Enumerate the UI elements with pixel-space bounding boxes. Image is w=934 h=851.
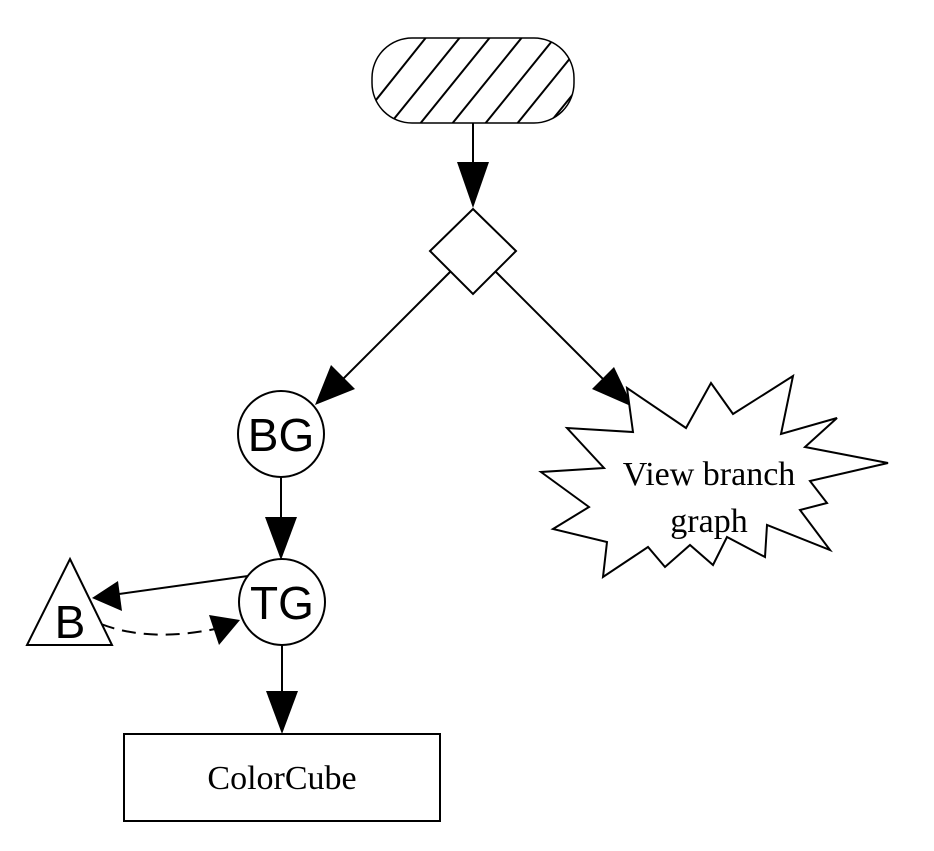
arrowhead [457,162,489,208]
decision-diamond-node [428,207,518,296]
arrowhead [266,691,298,734]
edge-bg-to-tg [265,477,297,560]
view-branch-label-line2: graph [670,503,747,540]
arrowhead [92,581,122,611]
view-branch-graph-node: View branch graph [538,373,889,580]
colorcube-node-label: ColorCube [207,760,356,797]
edge-tg-to-b [92,575,249,611]
b-node-label: B [55,596,86,648]
arrowhead [265,517,297,560]
edge-decision-to-view-branch [495,271,633,407]
arrowhead [315,365,355,405]
arrowhead [209,615,240,645]
edge-decision-to-bg [315,271,451,405]
arrowhead [592,367,633,407]
b-node: B [25,556,114,648]
bg-node: BG [237,390,325,478]
colorcube-node: ColorCube [123,733,441,822]
bg-node-label: BG [248,409,314,461]
view-branch-label-line1: View branch [623,456,796,493]
edge-b-to-tg-dashed [100,615,240,645]
edge-tg-to-colorcube [266,645,298,734]
hatch-pattern [372,38,574,123]
tg-node: TG [238,558,326,646]
start-terminator-node [371,37,575,124]
tg-node-label: TG [250,577,314,629]
edge-start-to-decision [457,123,489,208]
